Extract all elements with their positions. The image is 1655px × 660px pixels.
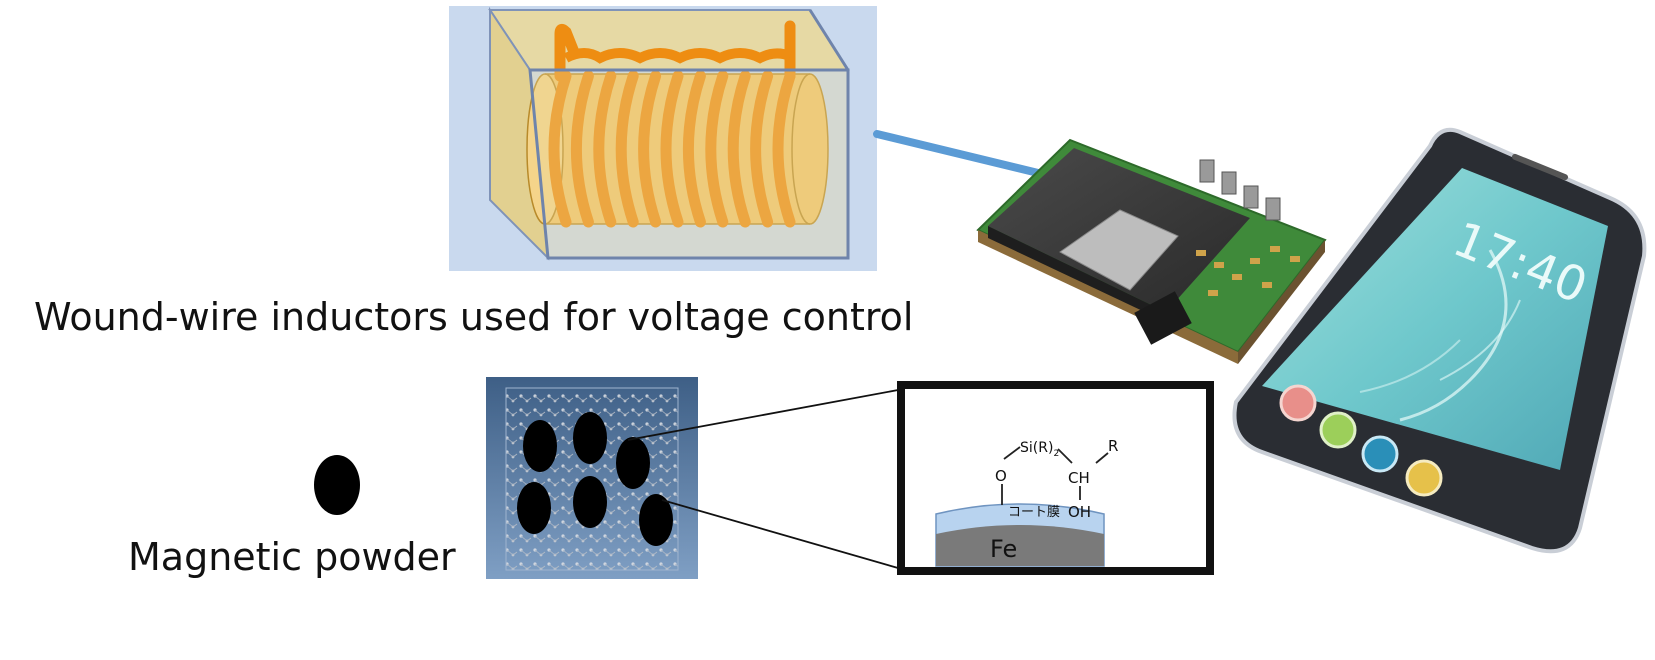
inductor-caption: Wound-wire inductors used for voltage co… — [34, 295, 913, 339]
app-icon — [1319, 411, 1357, 449]
chemical-bonds — [1001, 446, 1109, 505]
coil-winding — [638, 70, 662, 228]
iron-label: Fe — [990, 535, 1017, 563]
ch-group-label: CH — [1068, 469, 1090, 487]
magnetic-powder-particle — [314, 455, 360, 515]
silicon-group-label: Si(R)2 — [1020, 440, 1059, 459]
coating-label: コート膜 — [1008, 505, 1060, 520]
oxygen-label: O — [995, 467, 1007, 485]
powder-composite-panel — [486, 377, 698, 579]
phone-screen — [1262, 168, 1608, 470]
coil-winding — [727, 70, 751, 228]
app-icon — [1279, 384, 1317, 422]
coil-winding — [593, 70, 617, 228]
zoom-lines — [627, 389, 899, 569]
smartphone-image: 17:40 — [1232, 127, 1647, 554]
coil-winding — [570, 70, 594, 228]
coil-winding — [750, 70, 774, 228]
coil-lead-left — [554, 23, 580, 82]
module-chip — [1134, 291, 1192, 345]
module-silver-pad — [1059, 209, 1179, 291]
phone-speaker — [1511, 153, 1569, 181]
coil-winding — [772, 70, 796, 228]
coil-winding — [548, 70, 572, 228]
coil-winding — [682, 70, 706, 228]
inductor-box-front — [528, 68, 850, 260]
coil-winding — [615, 70, 639, 228]
powder-particles — [517, 412, 673, 546]
phone-dock — [1279, 384, 1443, 497]
r-group-label: R — [1108, 437, 1118, 455]
coil-winding — [660, 70, 684, 228]
app-icon — [1405, 459, 1443, 497]
powder-caption: Magnetic powder — [128, 535, 456, 579]
coil-windings — [548, 70, 796, 228]
iron-core — [936, 525, 1104, 566]
app-icon — [1361, 435, 1399, 473]
coil-top-winding — [563, 48, 792, 64]
surface-chemistry-panel: コート膜 Fe O Si(R)2 CH R OH — [897, 381, 1214, 575]
coil-winding — [705, 70, 729, 228]
power-module-image — [976, 138, 1327, 364]
hydroxyl-label: OH — [1068, 503, 1091, 521]
inductor-illustration — [449, 6, 877, 271]
